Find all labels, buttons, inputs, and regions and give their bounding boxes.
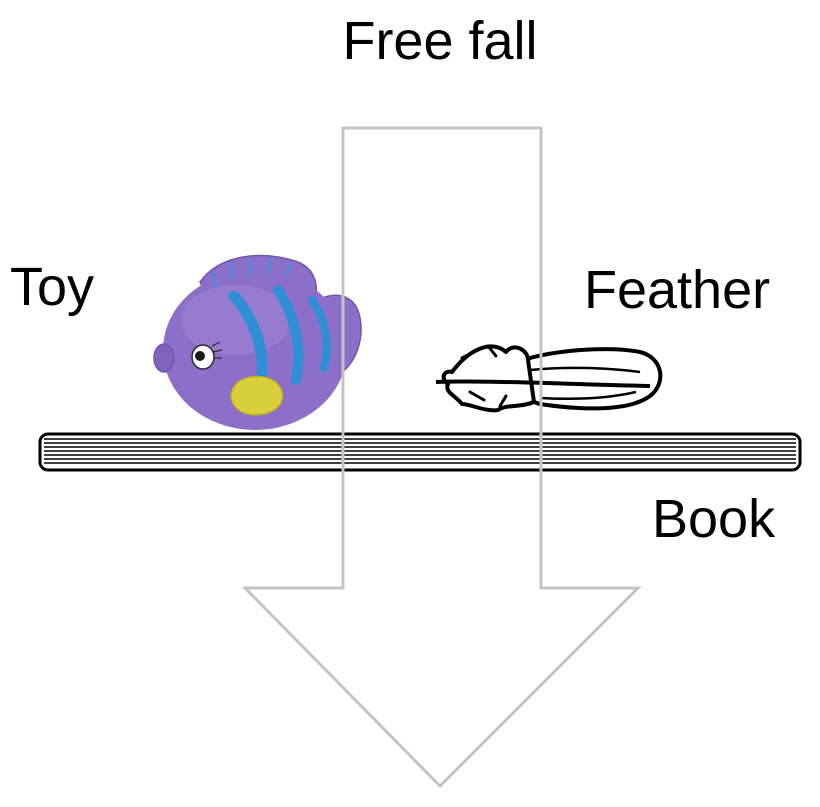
down-arrow-icon [241, 126, 642, 789]
fish-toy-icon [153, 254, 362, 430]
book-icon [38, 432, 802, 472]
diagram-title: Free fall [342, 11, 538, 71]
toy-label: Toy [10, 257, 95, 317]
feather-label: Feather [584, 260, 771, 320]
feather-icon [435, 344, 663, 413]
book-label: Book [652, 489, 776, 549]
